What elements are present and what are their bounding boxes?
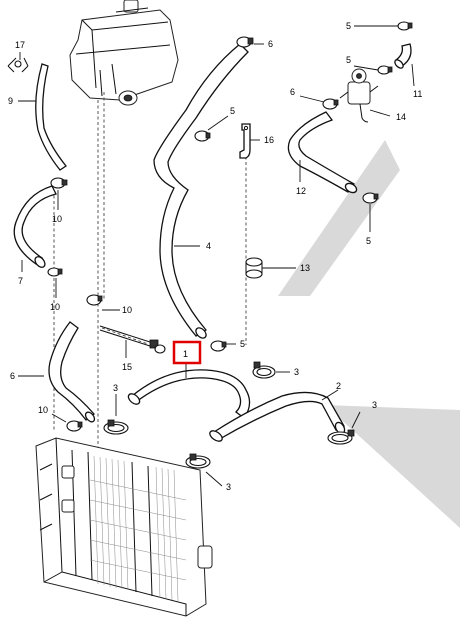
callout-1: 1 [183,349,188,359]
callout-5-middle: 5 [230,106,235,116]
callout-12: 12 [296,186,306,196]
clamp-5-right-middle [377,65,393,75]
leader-lines [18,25,415,487]
clamp-10-middle [47,267,63,277]
clamp-3-left [103,419,129,435]
highlight-box [172,340,202,365]
valve-14 [339,68,379,123]
callout-labels: 17 9 10 7 10 10 15 6 10 3 4 6 5 16 13 6 … [8,21,422,492]
callout-14: 14 [396,112,406,122]
callout-3-right: 3 [372,400,377,410]
hose-1 [131,369,251,419]
callout-6-left: 6 [10,371,15,381]
callout-6-right: 6 [290,87,295,97]
callout-5-top: 5 [346,21,351,31]
part-17 [7,57,29,73]
clamp-10-lower [86,294,103,306]
callout-10-b: 10 [50,302,60,312]
callout-7: 7 [18,276,23,286]
bracket-16 [239,123,251,159]
callout-11: 11 [413,89,422,99]
clamp-3-upper [252,361,276,379]
callout-2: 2 [336,381,341,391]
clip-13 [245,257,263,279]
clamp-3-right [327,429,355,445]
callout-10-a: 10 [52,214,62,224]
callout-9: 9 [8,96,13,106]
hose-12 [287,111,355,193]
callout-10-c: 10 [122,305,132,315]
callout-17: 17 [15,40,25,50]
guide-lines [53,92,247,520]
callout-13: 13 [300,263,310,273]
shading-lower-right [325,405,460,528]
clamp-10-bottom [66,420,83,432]
callout-16: 16 [264,135,274,145]
clamp-5-upper-middle [194,130,211,142]
hose-9 [35,63,67,171]
clamp-5-center [210,340,227,352]
radiator [35,437,213,617]
callout-4: 4 [206,241,211,251]
clamp-3-lower [185,453,211,469]
hose-7 [13,185,57,265]
callout-6-top: 6 [268,39,273,49]
hose-2 [213,391,345,441]
callout-3-left: 3 [113,383,118,393]
callout-10-d: 10 [38,405,48,415]
callout-5-right-lower: 5 [366,236,371,246]
clamp-10-upper [50,177,68,189]
expansion-tank [69,0,179,106]
clamp-6-right [322,98,339,110]
callout-3-upper: 3 [294,367,299,377]
clamp-5-right [362,192,379,204]
tie-strap-15 [99,325,166,354]
callout-15: 15 [122,362,132,372]
hose-6-left [48,321,95,421]
hose-4 [153,43,249,337]
callout-5-right-upper: 5 [346,55,351,65]
callout-5-center: 5 [240,339,245,349]
callout-3-lower: 3 [226,482,231,492]
clamp-6-top [236,36,254,48]
shading-upper-right [278,140,400,296]
clamp-5-top-right [397,21,413,31]
callout-1-highlight: 1 [172,340,202,365]
